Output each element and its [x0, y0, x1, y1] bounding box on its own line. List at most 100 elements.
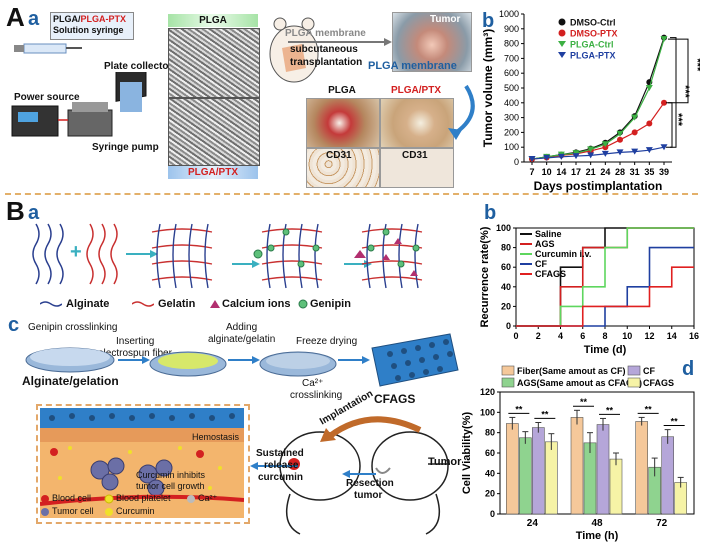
syringe-pump-label: Syringe pump [92, 142, 159, 153]
x-tick-label: 0 [513, 331, 518, 341]
legend-marker [501, 377, 515, 388]
ca-crosslinking-line1: Ca²⁺ [302, 378, 324, 389]
x-tick-label: 39 [659, 167, 669, 177]
legend-label: DMSO-PTX [570, 29, 618, 39]
legend-label: CF [643, 366, 655, 376]
legend-label: Curcumin i.v. [535, 249, 591, 259]
x-tick-label: 8 [602, 331, 607, 341]
legend-marker [627, 365, 641, 376]
x-axis-label: Time (h) [576, 530, 619, 542]
data-point [646, 120, 653, 127]
bar [583, 442, 597, 515]
syringe-icon [14, 43, 82, 54]
y-tick-label: 0 [506, 321, 511, 331]
arrow-right-icon [288, 38, 392, 46]
x-tick-label: 24 [527, 518, 539, 529]
data-point [631, 114, 639, 121]
data-point [601, 150, 609, 157]
y-tick-label: 600 [504, 68, 519, 78]
sem-top-header: PLGA [168, 14, 258, 27]
legend-marker [558, 18, 566, 26]
data-point [631, 148, 639, 155]
curcumin-legend-icon [105, 508, 113, 516]
resection-line2: tumor [354, 490, 383, 501]
y-tick-label: 100 [496, 223, 511, 233]
y-tick-label: 0 [514, 157, 519, 167]
legend-label: AGS(Same amout as CFAGS) [517, 378, 642, 388]
transplant-line1: subcutaneous [290, 44, 358, 55]
y-tick-label: 80 [485, 428, 495, 438]
data-point [557, 153, 565, 160]
cd31-label-right: CD31 [402, 150, 428, 161]
sig-bracket [668, 38, 689, 104]
legend-blood-cell: Blood cell [52, 493, 92, 503]
y-tick-label: 100 [480, 407, 495, 417]
data-point [631, 129, 638, 136]
x-tick-label: 12 [644, 331, 654, 341]
hydrogel-network-illustration: + [32, 223, 372, 285]
x-tick-label: 4 [558, 331, 563, 341]
y-tick-label: 1000 [499, 9, 519, 19]
legend-gelatin: Gelatin [158, 298, 196, 310]
panel-b-sub-d: d [682, 358, 695, 380]
legend-label: AGS [535, 239, 555, 249]
legend-label: PLGA-Ctrl [570, 40, 614, 50]
legend-marker [501, 365, 515, 376]
legend-label: CF [535, 259, 547, 269]
series-step-line [516, 266, 694, 327]
sig-label: *** [691, 58, 700, 72]
adding-line2: alginate/gelatin [208, 334, 276, 345]
x-axis-label: Days postimplantation [534, 179, 663, 193]
blood-cell-legend-icon [41, 495, 49, 503]
electrospinning-setup-icon [11, 72, 147, 137]
data-point [660, 144, 668, 151]
panel-b-letter: B [6, 196, 25, 226]
sig-label: ** [671, 417, 679, 427]
x-tick-label: 48 [591, 518, 603, 529]
panel-b-sub-a: a [28, 202, 40, 224]
legend-label: CFAGS [535, 269, 566, 279]
y-tick-label: 80 [501, 243, 511, 253]
inserting-line2: electrospun fiber [98, 348, 172, 359]
x-tick-label: 28 [615, 167, 625, 177]
alginate-gelation-label: Alginate/gelation [22, 374, 119, 388]
sig-label: ** [541, 409, 549, 419]
photo-header-plga: PLGA [328, 85, 356, 96]
syringe-label-box: PLGA/PLGA-PTX Solution syringe [50, 12, 134, 40]
bar [570, 417, 584, 515]
legend-label: Fiber(Same amout as CF) [517, 366, 626, 376]
y-tick-label: 120 [480, 387, 495, 397]
bar [609, 458, 623, 515]
y-tick-label: 60 [501, 262, 511, 272]
sig-label: *** [679, 85, 691, 99]
bar [545, 441, 558, 515]
legend-label: CFAGS [643, 378, 674, 388]
sustained-line1: Sustained [256, 448, 304, 459]
curcumin-inhibits-line2: tumor cell growth [136, 481, 205, 491]
data-point [587, 146, 595, 153]
adding-line1: Adding [226, 322, 258, 333]
series-line [531, 102, 665, 160]
x-tick-label: 17 [571, 167, 581, 177]
x-tick-label: 6 [580, 331, 585, 341]
x-tick-label: 10 [622, 331, 632, 341]
tissue-detail-frame [36, 404, 250, 524]
curcumin-inhibits-line1: Curcumin inhibits [136, 470, 206, 480]
sustained-line2: release [264, 460, 299, 471]
series-step-line [516, 246, 694, 327]
legend-genipin: Genipin [310, 298, 351, 310]
legend-tumor-cell: Tumor cell [52, 506, 94, 516]
x-tick-label: 14 [556, 167, 566, 177]
dish-steps-illustration [25, 333, 459, 387]
legend-marker [627, 377, 641, 388]
tumor-photo-plga [306, 98, 380, 148]
data-point [616, 130, 624, 137]
sustained-line3: curcumin [258, 472, 304, 483]
svg-text:+: + [70, 241, 82, 263]
blood-platelet-legend-icon [104, 494, 114, 504]
y-tick-label: 60 [485, 448, 495, 458]
x-axis-label: Time (d) [584, 344, 627, 356]
bar [519, 437, 532, 515]
surgery-photo [392, 12, 472, 72]
bar [532, 427, 545, 515]
